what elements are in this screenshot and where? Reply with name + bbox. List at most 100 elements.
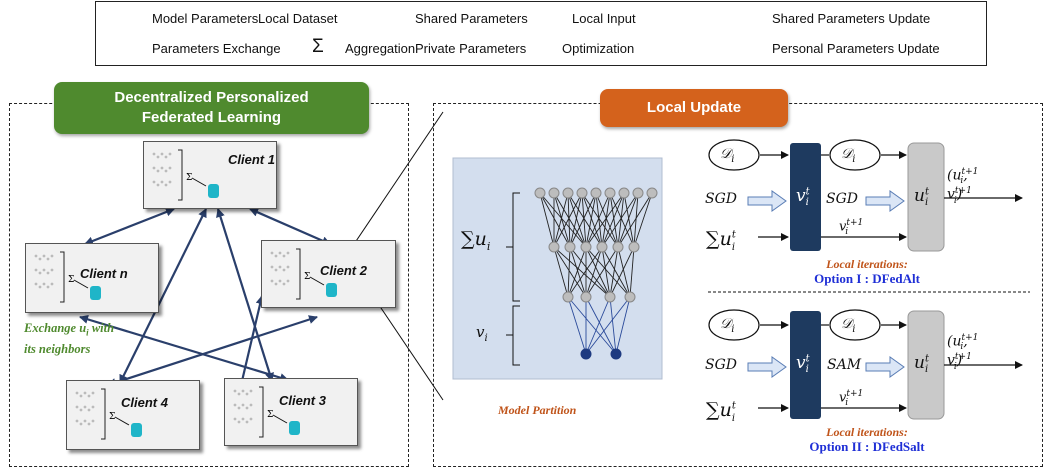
nn-edge bbox=[617, 192, 653, 248]
nn-shared-node bbox=[580, 241, 592, 253]
nn-private-node bbox=[610, 348, 622, 360]
nn-shared-node bbox=[624, 291, 636, 303]
nn-shared-node bbox=[604, 187, 616, 199]
nn-edge bbox=[567, 192, 571, 248]
option2-iter-label: Local iterations: bbox=[826, 425, 908, 439]
nn-edge bbox=[609, 192, 635, 248]
client-4-label: Client 4 bbox=[121, 395, 168, 410]
nn-edge bbox=[617, 192, 625, 248]
nn-shared-node bbox=[562, 187, 574, 199]
option2-sam-right: SAM bbox=[827, 357, 862, 373]
nn-edge bbox=[629, 246, 635, 298]
nn-edge bbox=[567, 246, 603, 298]
nn-edge bbox=[553, 192, 583, 248]
option1-flow bbox=[708, 139, 1023, 252]
exchange-note: Exchange ui with its neighbors bbox=[24, 321, 115, 356]
option2-v-box-label: vti bbox=[796, 353, 810, 376]
option1-output: (ut+1i, vt+1i) bbox=[947, 167, 979, 206]
legend-shared-update: Shared Parameters Update bbox=[772, 11, 931, 26]
option1-sgd-left: SGD bbox=[705, 191, 737, 207]
nn-edge bbox=[617, 192, 639, 248]
nn-edge bbox=[553, 192, 587, 248]
nn-edge bbox=[633, 192, 653, 248]
nn-edge bbox=[609, 192, 619, 248]
nn-edge bbox=[609, 296, 617, 355]
legend-aggregation: Aggregation bbox=[345, 41, 416, 56]
svg-text:Σ: Σ bbox=[304, 272, 310, 282]
legend-shared-parameters: Shared Parameters bbox=[415, 11, 528, 26]
client-2-label: Client 2 bbox=[320, 263, 367, 278]
nn-edge bbox=[601, 246, 611, 298]
nn-edge bbox=[633, 192, 639, 248]
legend-private-parameters: Private Parameters bbox=[415, 41, 527, 56]
nn-edge bbox=[585, 296, 617, 355]
client-1-box[interactable]: Client 1 Σ bbox=[143, 141, 277, 209]
nn-edge bbox=[601, 192, 639, 248]
option1-vnext: vt+1i bbox=[839, 218, 864, 237]
nn-edge bbox=[617, 246, 631, 298]
client-3-box[interactable]: Client 3 Σ bbox=[224, 378, 358, 446]
client-4-box[interactable]: Client 4 Σ bbox=[66, 380, 200, 450]
zoom-line-top bbox=[345, 111, 444, 257]
nn-edge bbox=[567, 246, 587, 298]
nn-edge bbox=[569, 246, 587, 298]
legend-parameters-exchange: Parameters Exchange bbox=[152, 41, 281, 56]
client-internal-graphic: Σ bbox=[152, 149, 219, 201]
option1-dataset-right: 𝒟i bbox=[841, 146, 856, 165]
svg-text:Σ: Σ bbox=[186, 173, 192, 183]
client-internal-graphic: Σ bbox=[270, 248, 337, 300]
nn-shared-node bbox=[534, 187, 546, 199]
nn-edge bbox=[601, 246, 631, 298]
nn-edge bbox=[539, 192, 587, 248]
nn-edge bbox=[585, 296, 611, 355]
nn-shared-node bbox=[548, 241, 560, 253]
nn-edge bbox=[553, 246, 611, 298]
nn-shared-node bbox=[596, 241, 608, 253]
option1-dataset-left: 𝒟i bbox=[720, 146, 735, 165]
client-n-box[interactable]: Client n Σ bbox=[25, 243, 159, 313]
nn-edge bbox=[569, 192, 597, 248]
nn-shared-node bbox=[576, 187, 588, 199]
nn-edge bbox=[581, 192, 603, 248]
nn-edge bbox=[609, 246, 619, 298]
nn-shared-node bbox=[562, 291, 574, 303]
u-bracket bbox=[506, 192, 520, 302]
svg-text:Σ: Σ bbox=[109, 412, 115, 422]
client-n-label: Client n bbox=[80, 266, 128, 281]
nn-edge bbox=[553, 192, 569, 248]
nn-edge bbox=[585, 192, 597, 248]
legend bbox=[95, 1, 987, 66]
nn-shared-node bbox=[632, 187, 644, 199]
nn-shared-node bbox=[604, 291, 616, 303]
option1-v-box-label: vti bbox=[796, 186, 810, 209]
nn-private-node bbox=[580, 348, 592, 360]
option1-iter-label: Local iterations: bbox=[826, 257, 908, 271]
nn-edge bbox=[539, 192, 571, 248]
option2-u-box-label: uti bbox=[914, 353, 929, 376]
model-partition-label: Model Partition bbox=[498, 403, 577, 417]
nn-shared-node bbox=[564, 241, 576, 253]
option2-flow bbox=[708, 309, 1023, 420]
nn-edge bbox=[585, 246, 619, 298]
client-2-box[interactable]: Client 2 Σ bbox=[261, 240, 396, 308]
nn-edge bbox=[585, 246, 611, 298]
nn-shared-node bbox=[628, 241, 640, 253]
nn-edge bbox=[585, 246, 631, 298]
legend-local-input: Local Input bbox=[572, 11, 636, 26]
nn-edge bbox=[615, 296, 631, 355]
option2-dataset-right: 𝒟i bbox=[841, 316, 856, 335]
legend-local-dataset: Local Dataset bbox=[258, 11, 338, 26]
left-panel-title: Decentralized Personalized Federated Lea… bbox=[54, 82, 369, 134]
option1-label: Option I : DFedAlt bbox=[814, 271, 920, 286]
option2-sgd-left: SGD bbox=[705, 357, 737, 373]
option2-dataset-left: 𝒟i bbox=[720, 316, 735, 335]
svg-text:Σ: Σ bbox=[267, 410, 273, 420]
nn-edge bbox=[567, 246, 571, 298]
client-3-label: Client 3 bbox=[279, 393, 326, 408]
option2-label: Option II : DFedSalt bbox=[809, 439, 925, 454]
exchange-arrows bbox=[79, 207, 331, 399]
v-label: vi bbox=[476, 323, 488, 344]
nn-edge bbox=[609, 246, 635, 298]
nn-edge bbox=[601, 192, 625, 248]
nn-edge bbox=[567, 296, 587, 355]
